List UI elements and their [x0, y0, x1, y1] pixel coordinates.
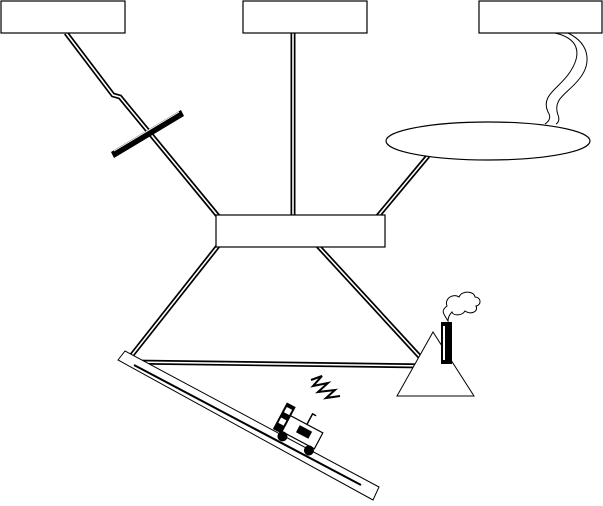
- incline-ramp-icon: [117, 350, 380, 501]
- connector-top-left-to-center: [64, 31, 220, 218]
- barrier-icon: [111, 110, 184, 158]
- ellipse-node[interactable]: [385, 121, 591, 161]
- top-left-box[interactable]: [0, 0, 126, 34]
- factory-icon: [396, 322, 475, 397]
- truck-icon: [272, 402, 324, 456]
- connector-ramp-to-factory: [129, 359, 429, 369]
- top-right-box[interactable]: [478, 0, 603, 34]
- smoke-icon: [442, 291, 481, 323]
- center-box[interactable]: [215, 214, 386, 248]
- truck-exhaust-icon: [310, 375, 341, 400]
- connector-ellipse-to-center: [376, 154, 430, 218]
- connector-center-to-ramp-left: [126, 244, 220, 362]
- connector-center-to-factory: [316, 244, 434, 372]
- top-center-box[interactable]: [242, 0, 368, 34]
- smoke-trail-icon: [544, 32, 588, 125]
